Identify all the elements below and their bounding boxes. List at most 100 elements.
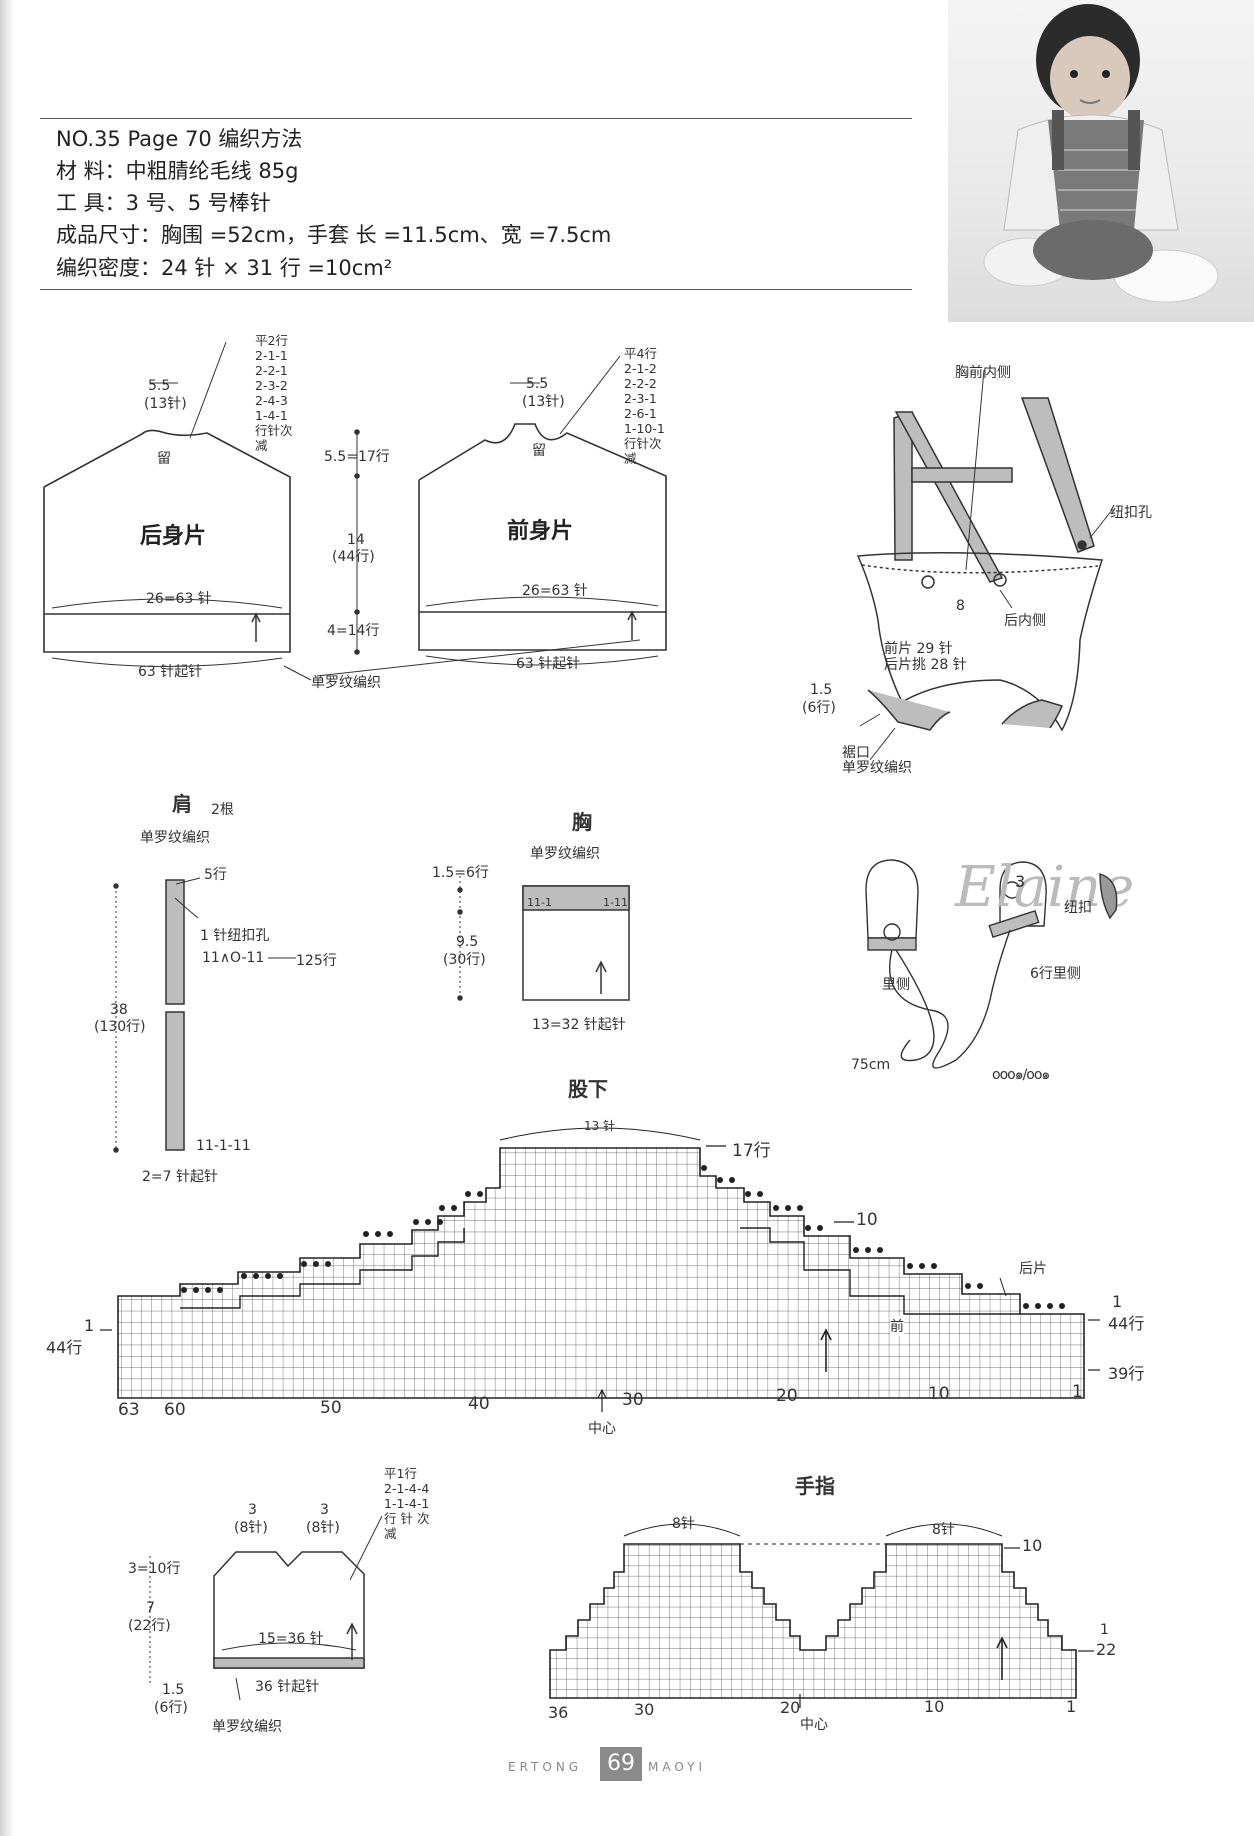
chest-rib-height: 1.5=6行 xyxy=(432,865,489,881)
strap-rib-label: 单罗纹编织 xyxy=(140,830,210,846)
mitt-width-left-stitches: (8针) xyxy=(234,1520,268,1536)
strap-length-rows: (130行) xyxy=(94,1019,146,1035)
page-number: 69 xyxy=(600,1747,642,1781)
finger-chart xyxy=(549,1523,1094,1708)
strap-buttonhole-label: 1 针纽扣孔 xyxy=(200,928,270,944)
crotch-17-rows: 17行 xyxy=(732,1141,771,1161)
finger-x-36: 36 xyxy=(548,1703,569,1722)
front-cast-on-label: 63 针起针 xyxy=(516,656,581,672)
overalls-8-label: 8 xyxy=(956,598,965,614)
front-body-title: 前身片 xyxy=(507,519,574,544)
finger-title: 手指 xyxy=(795,1474,835,1498)
back-neck-hold-label: 留 xyxy=(157,451,171,467)
baby-illustration xyxy=(983,4,1219,303)
overalls-drawing xyxy=(856,369,1113,761)
material-line: 材 料：中粗腈纶毛线 85g xyxy=(56,159,299,183)
crotch-x-1: 1 xyxy=(1072,1382,1083,1402)
finger-x-30: 30 xyxy=(634,1700,655,1719)
strap-end-pattern: 11-1-11 xyxy=(196,1138,251,1154)
mitt-top-rows: 3=10行 xyxy=(128,1561,181,1577)
crotch-top-stitches: 13 针 xyxy=(584,1119,616,1133)
mitt-width-label: 15=36 针 xyxy=(258,1631,324,1647)
chest-height-rows: (30行) xyxy=(443,952,486,968)
mitt-width-right-stitches: (8针) xyxy=(306,1520,340,1536)
pattern-number-title: NO.35 Page 70 编织方法 xyxy=(56,127,303,151)
footer-right-text: MAOYI xyxy=(648,1760,707,1774)
leg-rib-height: 1.5 xyxy=(810,682,833,698)
crotch-chart-decrease-dots xyxy=(181,1165,1065,1309)
strap-125-rows: 125行 xyxy=(296,953,337,969)
single-rib-label: 单罗纹编织 xyxy=(311,675,381,691)
crotch-10-label: 10 xyxy=(856,1210,878,1230)
crotch-39-rows: 39行 xyxy=(1108,1364,1145,1383)
crotch-x-30: 30 xyxy=(622,1390,644,1410)
pattern-header: NO.35 Page 70 编织方法 材 料：中粗腈纶毛线 85g 工 具：3 … xyxy=(40,118,912,290)
mitt-height: 7 xyxy=(146,1600,155,1616)
back-width-label: 26=63 针 xyxy=(146,591,212,607)
back-neck-width: 5.5 xyxy=(148,378,171,394)
strap-title: 肩 xyxy=(172,792,192,816)
strap-drawing xyxy=(113,877,296,1153)
front-neck-width: 5.5 xyxy=(526,376,549,392)
tools-line: 工 具：3 号、5 号棒针 xyxy=(56,191,271,215)
front-neck-hold-label: 留 xyxy=(532,443,546,459)
strap-stitch-pattern: 11∧O-11 xyxy=(202,950,265,966)
finger-x-20: 20 xyxy=(780,1698,801,1717)
crotch-1-left: 1 xyxy=(84,1316,95,1335)
crotch-x-50: 50 xyxy=(320,1398,342,1418)
back-neck-stitches: (13针) xyxy=(144,396,187,412)
finger-left-stitches: 8针 xyxy=(672,1516,695,1532)
chest-drawing xyxy=(457,876,630,1001)
chest-title: 胸 xyxy=(572,810,592,834)
crotch-back-label: 后片 xyxy=(1019,1261,1047,1277)
finger-right-stitches: 8针 xyxy=(932,1522,955,1538)
finger-center-label: 中心 xyxy=(800,1717,828,1733)
crotch-chart xyxy=(100,1127,1100,1412)
crotch-x-20: 20 xyxy=(776,1386,798,1406)
hem-label: 裾口 xyxy=(842,745,870,761)
mitten-6-rows-inside: 6行里侧 xyxy=(1030,966,1081,982)
strap-5-rows: 5行 xyxy=(204,867,227,883)
front-stitches-label: 前片 29 针 xyxy=(884,641,953,657)
chest-cast-on: 13=32 针起针 xyxy=(532,1017,626,1033)
inner-front-label: 胸前内侧 xyxy=(955,365,1011,381)
finger-x-10: 10 xyxy=(924,1697,945,1716)
mitt-rib-label: 单罗纹编织 xyxy=(212,1719,282,1735)
mitt-piece-drawing xyxy=(149,1515,383,1701)
inner-back-label: 后内侧 xyxy=(1004,613,1046,629)
crotch-x-63: 63 xyxy=(118,1400,140,1420)
front-body-outline xyxy=(418,423,667,651)
front-neck-stitches: (13针) xyxy=(522,394,565,410)
back-pickup-label: 后片挑 28 针 xyxy=(884,657,967,673)
chest-rib-mark-right: 1-11 xyxy=(603,896,628,909)
leg-rib-rows: (6行) xyxy=(802,700,836,716)
mitten-inside-label: 里侧 xyxy=(882,977,910,993)
finger-x-1: 1 xyxy=(1066,1697,1077,1716)
mitt-cast-on: 36 针起针 xyxy=(255,1679,320,1695)
chest-rib-mark-left: 11-1 xyxy=(527,896,552,909)
strap-count: 2根 xyxy=(211,802,234,818)
mitten-cord-length: 75cm xyxy=(851,1057,891,1073)
crotch-center-label: 中心 xyxy=(588,1421,616,1437)
rib-depth-label: 4=14行 xyxy=(327,623,380,639)
back-cast-on-label: 63 针起针 xyxy=(138,664,203,680)
mitten-3-label: 3 xyxy=(1015,872,1026,891)
crotch-x-40: 40 xyxy=(468,1394,490,1414)
page-binding-shadow xyxy=(0,0,14,1836)
finger-22-rows: 22 xyxy=(1096,1640,1117,1659)
mitten-button-label: 纽扣 xyxy=(1064,900,1092,916)
mitten-cord-symbol: ooo๑/oo๑ xyxy=(992,1067,1050,1083)
page-footer: ERTONG 69 MAOYI xyxy=(482,1747,772,1781)
body-length-label: 14 xyxy=(347,532,365,548)
front-width-label: 26=63 针 xyxy=(522,583,588,599)
gauge-line: 编织密度：24 针 × 31 行 =10cm² xyxy=(56,256,393,280)
chest-height: 9.5 xyxy=(456,934,479,950)
mitt-width-right: 3 xyxy=(320,1502,329,1518)
crotch-title: 股下 xyxy=(568,1077,608,1101)
chest-rib-label: 单罗纹编织 xyxy=(530,846,600,862)
strap-length: 38 xyxy=(110,1002,128,1018)
